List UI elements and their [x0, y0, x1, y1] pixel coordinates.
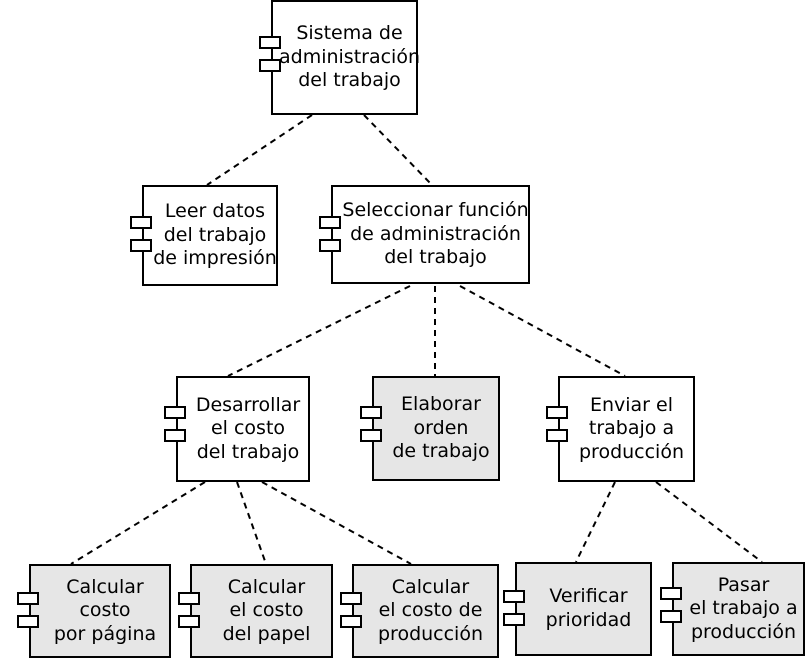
component-root [271, 0, 418, 115]
component-label-seleccionar: Seleccionar función de administración de… [342, 199, 529, 269]
component-elaborar [372, 376, 500, 481]
component-port-icon [178, 615, 200, 628]
connector-seleccionar-to-desarrollar [227, 285, 411, 377]
component-costo-produccion [352, 564, 499, 658]
component-port-icon [130, 216, 152, 229]
connector-root-to-seleccionar [363, 114, 433, 186]
component-label-costo-pagina: Calcular costo por página [53, 575, 157, 645]
component-label-verificar: Verificar prioridad [545, 585, 632, 631]
component-port-icon [164, 429, 186, 442]
connector-seleccionar-to-enviar [459, 285, 626, 377]
component-port-icon [130, 239, 152, 252]
connector-enviar-to-verificar [575, 481, 616, 563]
component-port-icon [660, 610, 682, 623]
component-port-icon [259, 36, 281, 49]
component-label-costo-papel: Calcular el costo del papel [222, 575, 311, 645]
component-seleccionar [331, 185, 530, 284]
connector-desarrollar-to-costo_papel [236, 481, 267, 565]
component-label-root: Sistema de administración del trabajo [279, 22, 421, 92]
component-port-icon [360, 429, 382, 442]
connector-desarrollar-to-costo_produccion [261, 481, 412, 565]
component-desarrollar [176, 376, 310, 482]
component-port-icon [319, 216, 341, 229]
connector-root-to-leer [206, 114, 313, 186]
component-port-icon [17, 592, 39, 605]
component-port-icon [340, 592, 362, 605]
component-port-icon [319, 239, 341, 252]
connector-desarrollar-to-costo_pagina [70, 481, 206, 565]
component-port-icon [164, 406, 186, 419]
component-port-icon [546, 406, 568, 419]
component-port-icon [546, 429, 568, 442]
component-label-costo-produccion: Calcular el costo de producción [377, 575, 484, 645]
component-port-icon [178, 592, 200, 605]
connector-enviar-to-pasar [655, 481, 763, 563]
component-port-icon [340, 615, 362, 628]
component-label-pasar: Pasar el trabajo a producción [689, 573, 798, 643]
component-label-desarrollar: Desarrollar el costo del trabajo [195, 393, 301, 463]
component-costo-pagina [29, 564, 171, 658]
component-enviar [558, 376, 695, 482]
component-costo-papel [190, 564, 333, 658]
component-label-elaborar: Elaborar orden de trabajo [392, 393, 490, 463]
component-label-leer: Leer datos del trabajo de impresión [153, 200, 277, 270]
component-port-icon [17, 615, 39, 628]
component-verificar [515, 562, 652, 656]
component-port-icon [259, 59, 281, 72]
component-port-icon [660, 587, 682, 600]
component-leer [142, 185, 278, 286]
component-port-icon [360, 406, 382, 419]
component-port-icon [503, 590, 525, 603]
component-label-enviar: Enviar el trabajo a producción [578, 393, 685, 463]
component-pasar [672, 562, 805, 656]
component-port-icon [503, 613, 525, 626]
